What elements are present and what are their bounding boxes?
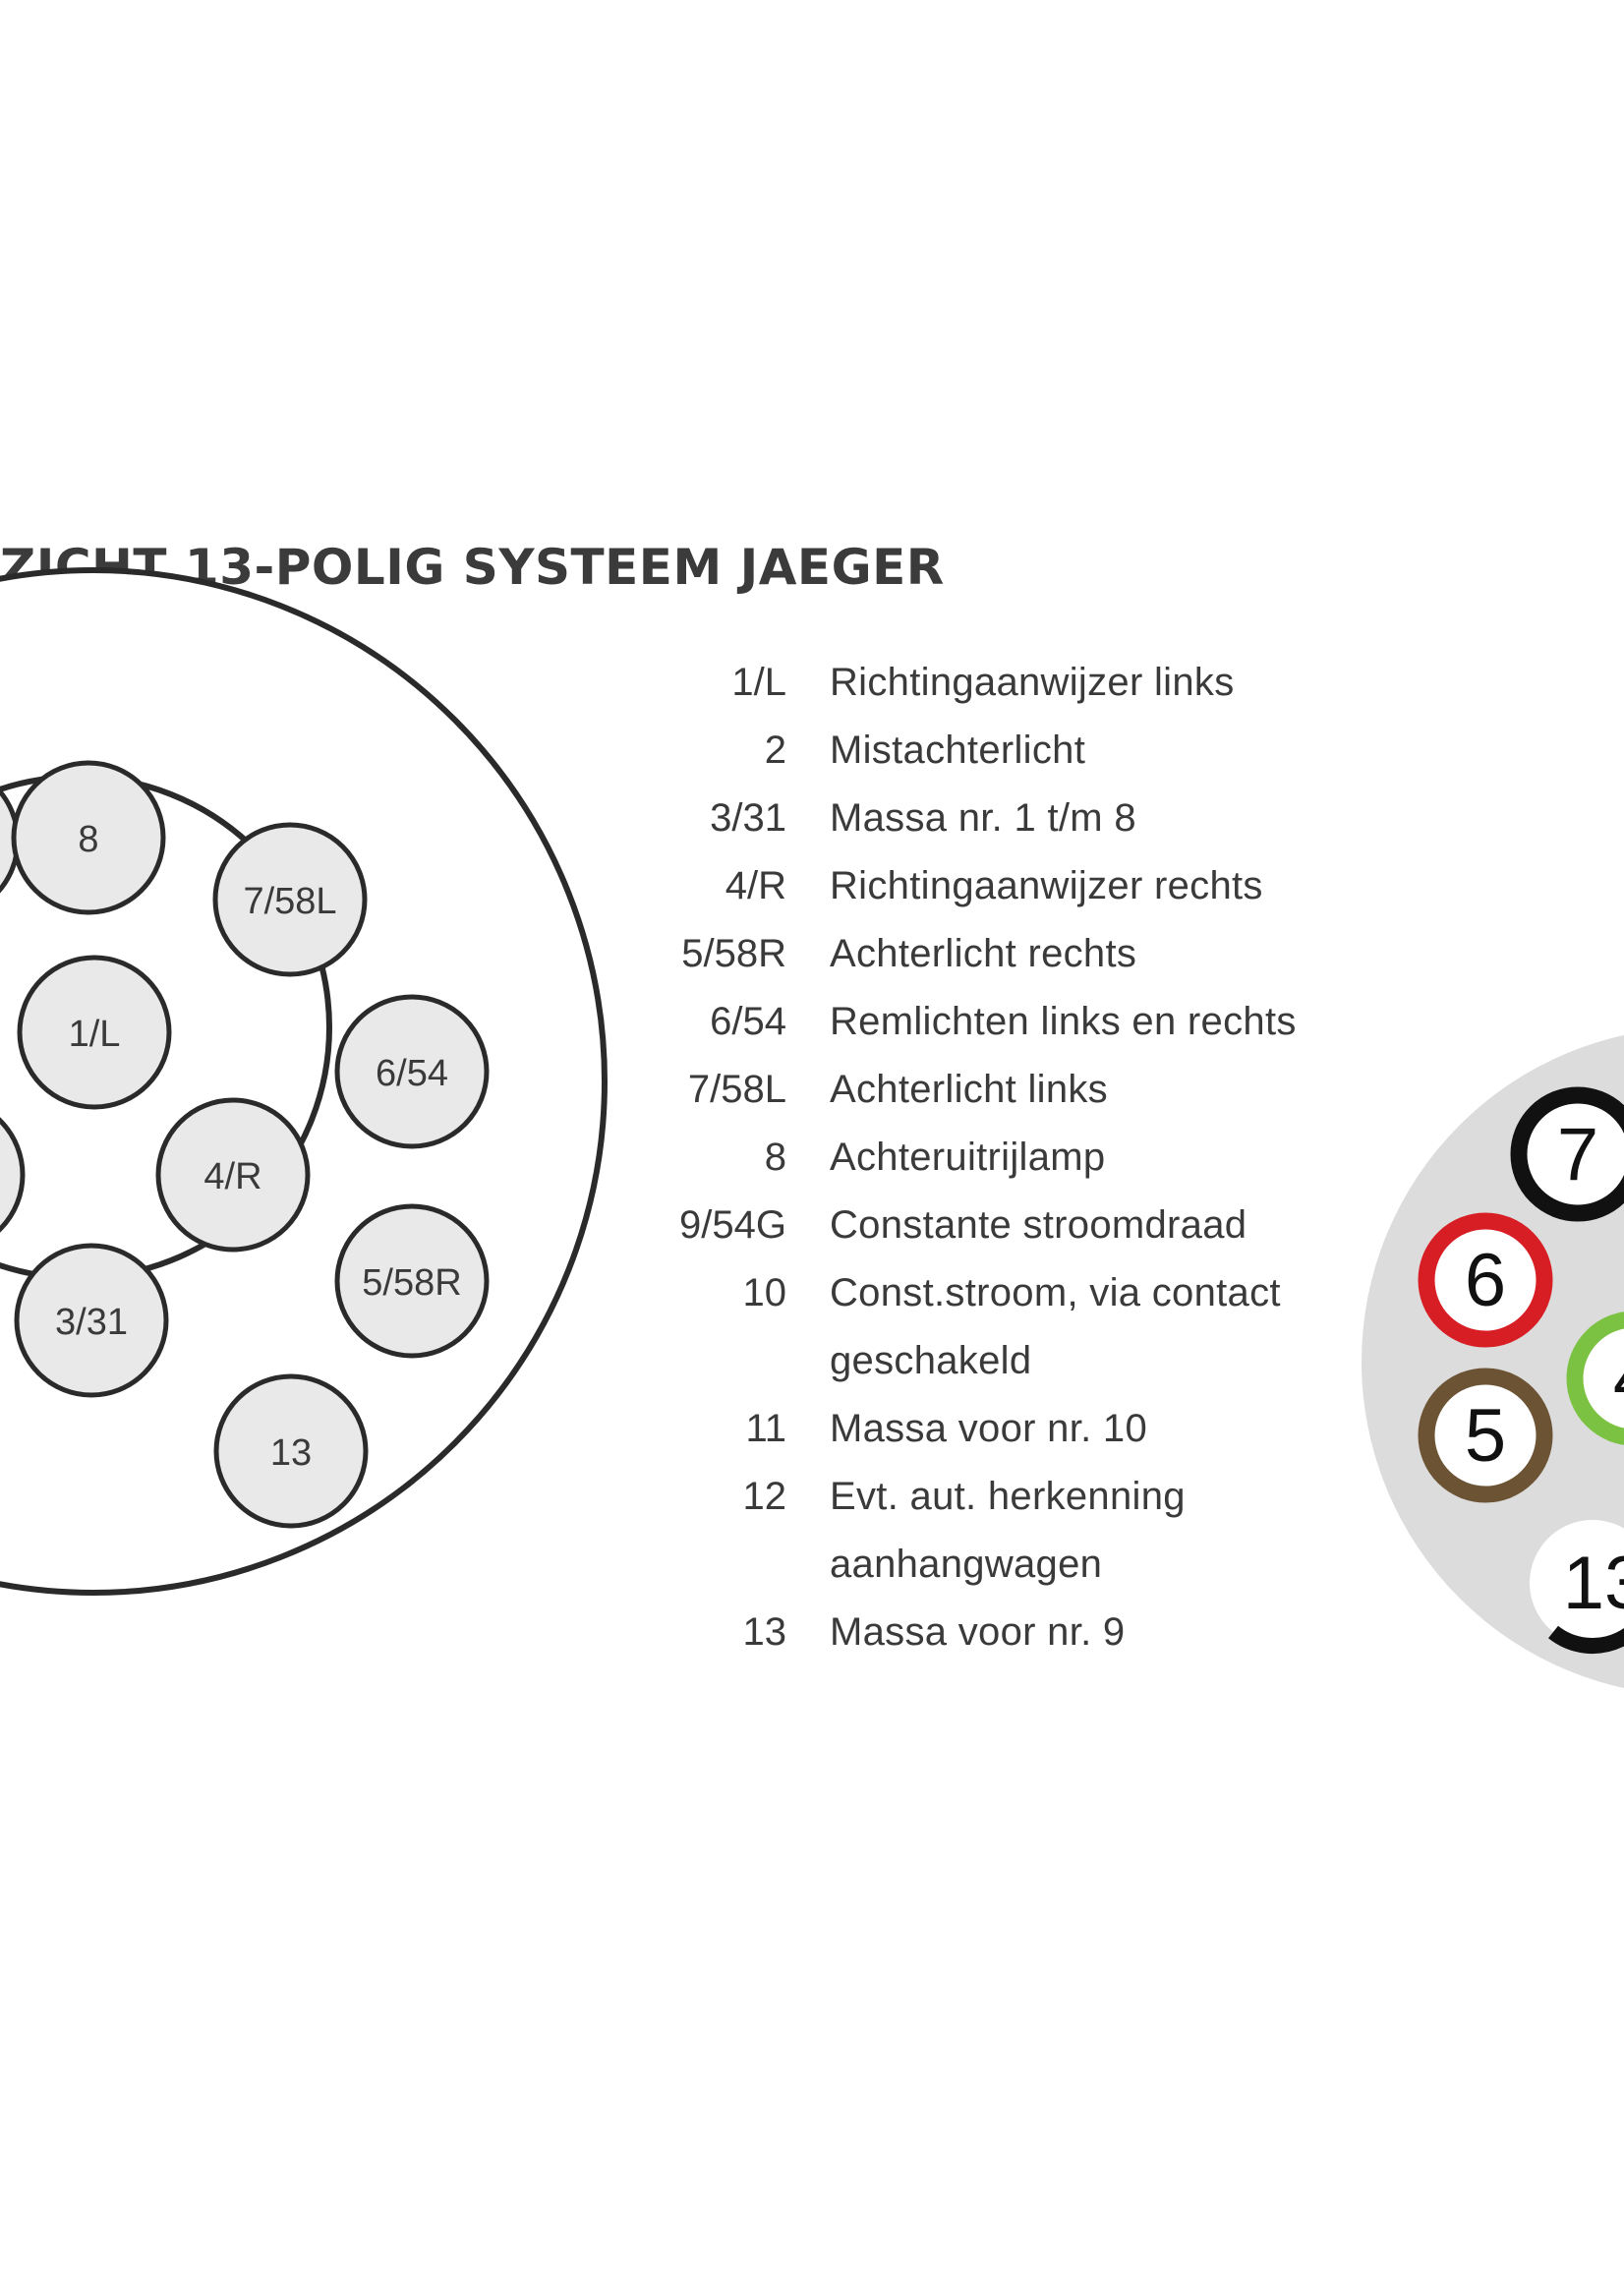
socket-pin-4-r-label: 4/R [203, 1156, 261, 1197]
legend-pin-description: Remlichten links en rechts [830, 1000, 1297, 1043]
socket-pin-4-r: 4/R [155, 1097, 311, 1253]
plug-pin-6: 6 [1418, 1212, 1553, 1348]
socket-pin-partial-middle [0, 1117, 26, 1233]
legend-pin-code: 13 [742, 1610, 787, 1654]
legend-pin-description: Richtingaanwijzer rechts [830, 864, 1263, 907]
legend-pin-description: Evt. aut. herkenning aanhangwagen [830, 1475, 1186, 1586]
plug-pin-6-label: 6 [1465, 1239, 1506, 1322]
socket-pin-5-58r: 5/58R [334, 1203, 490, 1359]
socket-pin-3-31-label: 3/31 [55, 1302, 128, 1343]
legend-pin-code: 6/54 [710, 1000, 786, 1043]
legend-pin-description: Massa voor nr. 10 [830, 1407, 1148, 1450]
socket-pin-6-54-label: 6/54 [376, 1053, 448, 1094]
legend-pin-description: Const.stroom, via contact geschakeld [830, 1271, 1281, 1382]
legend-pin-description: Achteruitrijlamp [830, 1136, 1106, 1179]
socket-pin-7-58l: 7/58L [212, 822, 368, 977]
legend-pin-code: 5/58R [681, 932, 786, 975]
legend-pin-code: 7/58L [687, 1068, 786, 1111]
legend-pin-description: Achterlicht rechts [830, 932, 1137, 975]
plug-pin-5: 5 [1418, 1368, 1553, 1503]
plug-pin-13: 13 [1530, 1520, 1624, 1654]
legend-row: 13 Massa voor nr. 9 [629, 1599, 1396, 1666]
legend-pin-code: 4/R [725, 864, 786, 907]
legend-row: 1/L Richtingaanwijzer links [629, 649, 1396, 717]
plug-pin-4: 4 [1566, 1312, 1624, 1445]
legend-row: 12 Evt. aut. herkenning aanhangwagen [629, 1463, 1396, 1599]
legend-row: 8 Achteruitrijlamp [629, 1124, 1396, 1192]
socket-pin-7-58l-label: 7/58L [243, 881, 336, 922]
legend-row: 11 Massa voor nr. 10 [629, 1395, 1396, 1463]
legend-row: 7/58L Achterlicht links [629, 1056, 1396, 1124]
legend-row: 3/31 Massa nr. 1 t/m 8 [629, 785, 1396, 852]
socket-diagram: 8 7/58L 6/54 5/58R 13 1/L 4/R 3/31 [0, 567, 608, 1596]
legend-pin-description: Massa nr. 1 t/m 8 [830, 796, 1136, 840]
socket-pin-3-31: 3/31 [14, 1243, 169, 1398]
plug-pin-7: 7 [1510, 1086, 1624, 1222]
legend-pin-description: Mistachterlicht [830, 729, 1086, 772]
socket-pin-1-l-label: 1/L [69, 1014, 121, 1055]
legend-pin-code: 3/31 [710, 796, 786, 840]
legend-pin-code: 2 [764, 729, 786, 772]
legend-pin-description: Achterlicht links [830, 1068, 1108, 1111]
plug-pin-13-label: 13 [1563, 1542, 1624, 1625]
legend-pin-description: Massa voor nr. 9 [830, 1610, 1126, 1654]
legend-pin-code: 10 [742, 1271, 787, 1314]
plug-pin-4-label: 4 [1613, 1337, 1624, 1421]
legend-row: 4/R Richtingaanwijzer rechts [629, 852, 1396, 920]
socket-pin-13: 13 [213, 1373, 369, 1529]
socket-pin-13-label: 13 [270, 1432, 312, 1474]
legend-row: 10 Const.stroom, via contact geschakeld [629, 1259, 1396, 1395]
legend-pin-description: Constante stroomdraad [830, 1203, 1247, 1247]
socket-pin-8: 8 [11, 760, 166, 915]
legend-pin-code: 11 [745, 1407, 786, 1450]
pin-legend: 1/L Richtingaanwijzer links 2 Mistachterlic… [629, 649, 1396, 1666]
legend-pin-code: 8 [764, 1136, 786, 1179]
legend-pin-code: 1/L [731, 661, 786, 704]
legend-row: 9/54G Constante stroomdraad [629, 1192, 1396, 1259]
plug-pin-5-label: 5 [1465, 1394, 1506, 1478]
legend-row: 2 Mistachterlicht [629, 717, 1396, 785]
socket-pin-1-l: 1/L [17, 955, 172, 1110]
plug-pin-7-label: 7 [1557, 1113, 1598, 1196]
legend-row: 6/54 Remlichten links en rechts [629, 988, 1396, 1056]
socket-pin-6-54: 6/54 [334, 994, 490, 1149]
legend-pin-description: Richtingaanwijzer links [830, 661, 1235, 704]
socket-pin-8-label: 8 [78, 819, 98, 860]
legend-pin-code: 9/54G [679, 1203, 786, 1247]
socket-pin-5-58r-label: 5/58R [362, 1262, 461, 1304]
legend-row: 5/58R Achterlicht rechts [629, 920, 1396, 988]
plug-diagram: 7 6 4 5 13 [1362, 1034, 1624, 1689]
plug-pin-13-arc [1548, 1625, 1624, 1654]
legend-pin-code: 12 [742, 1475, 787, 1518]
